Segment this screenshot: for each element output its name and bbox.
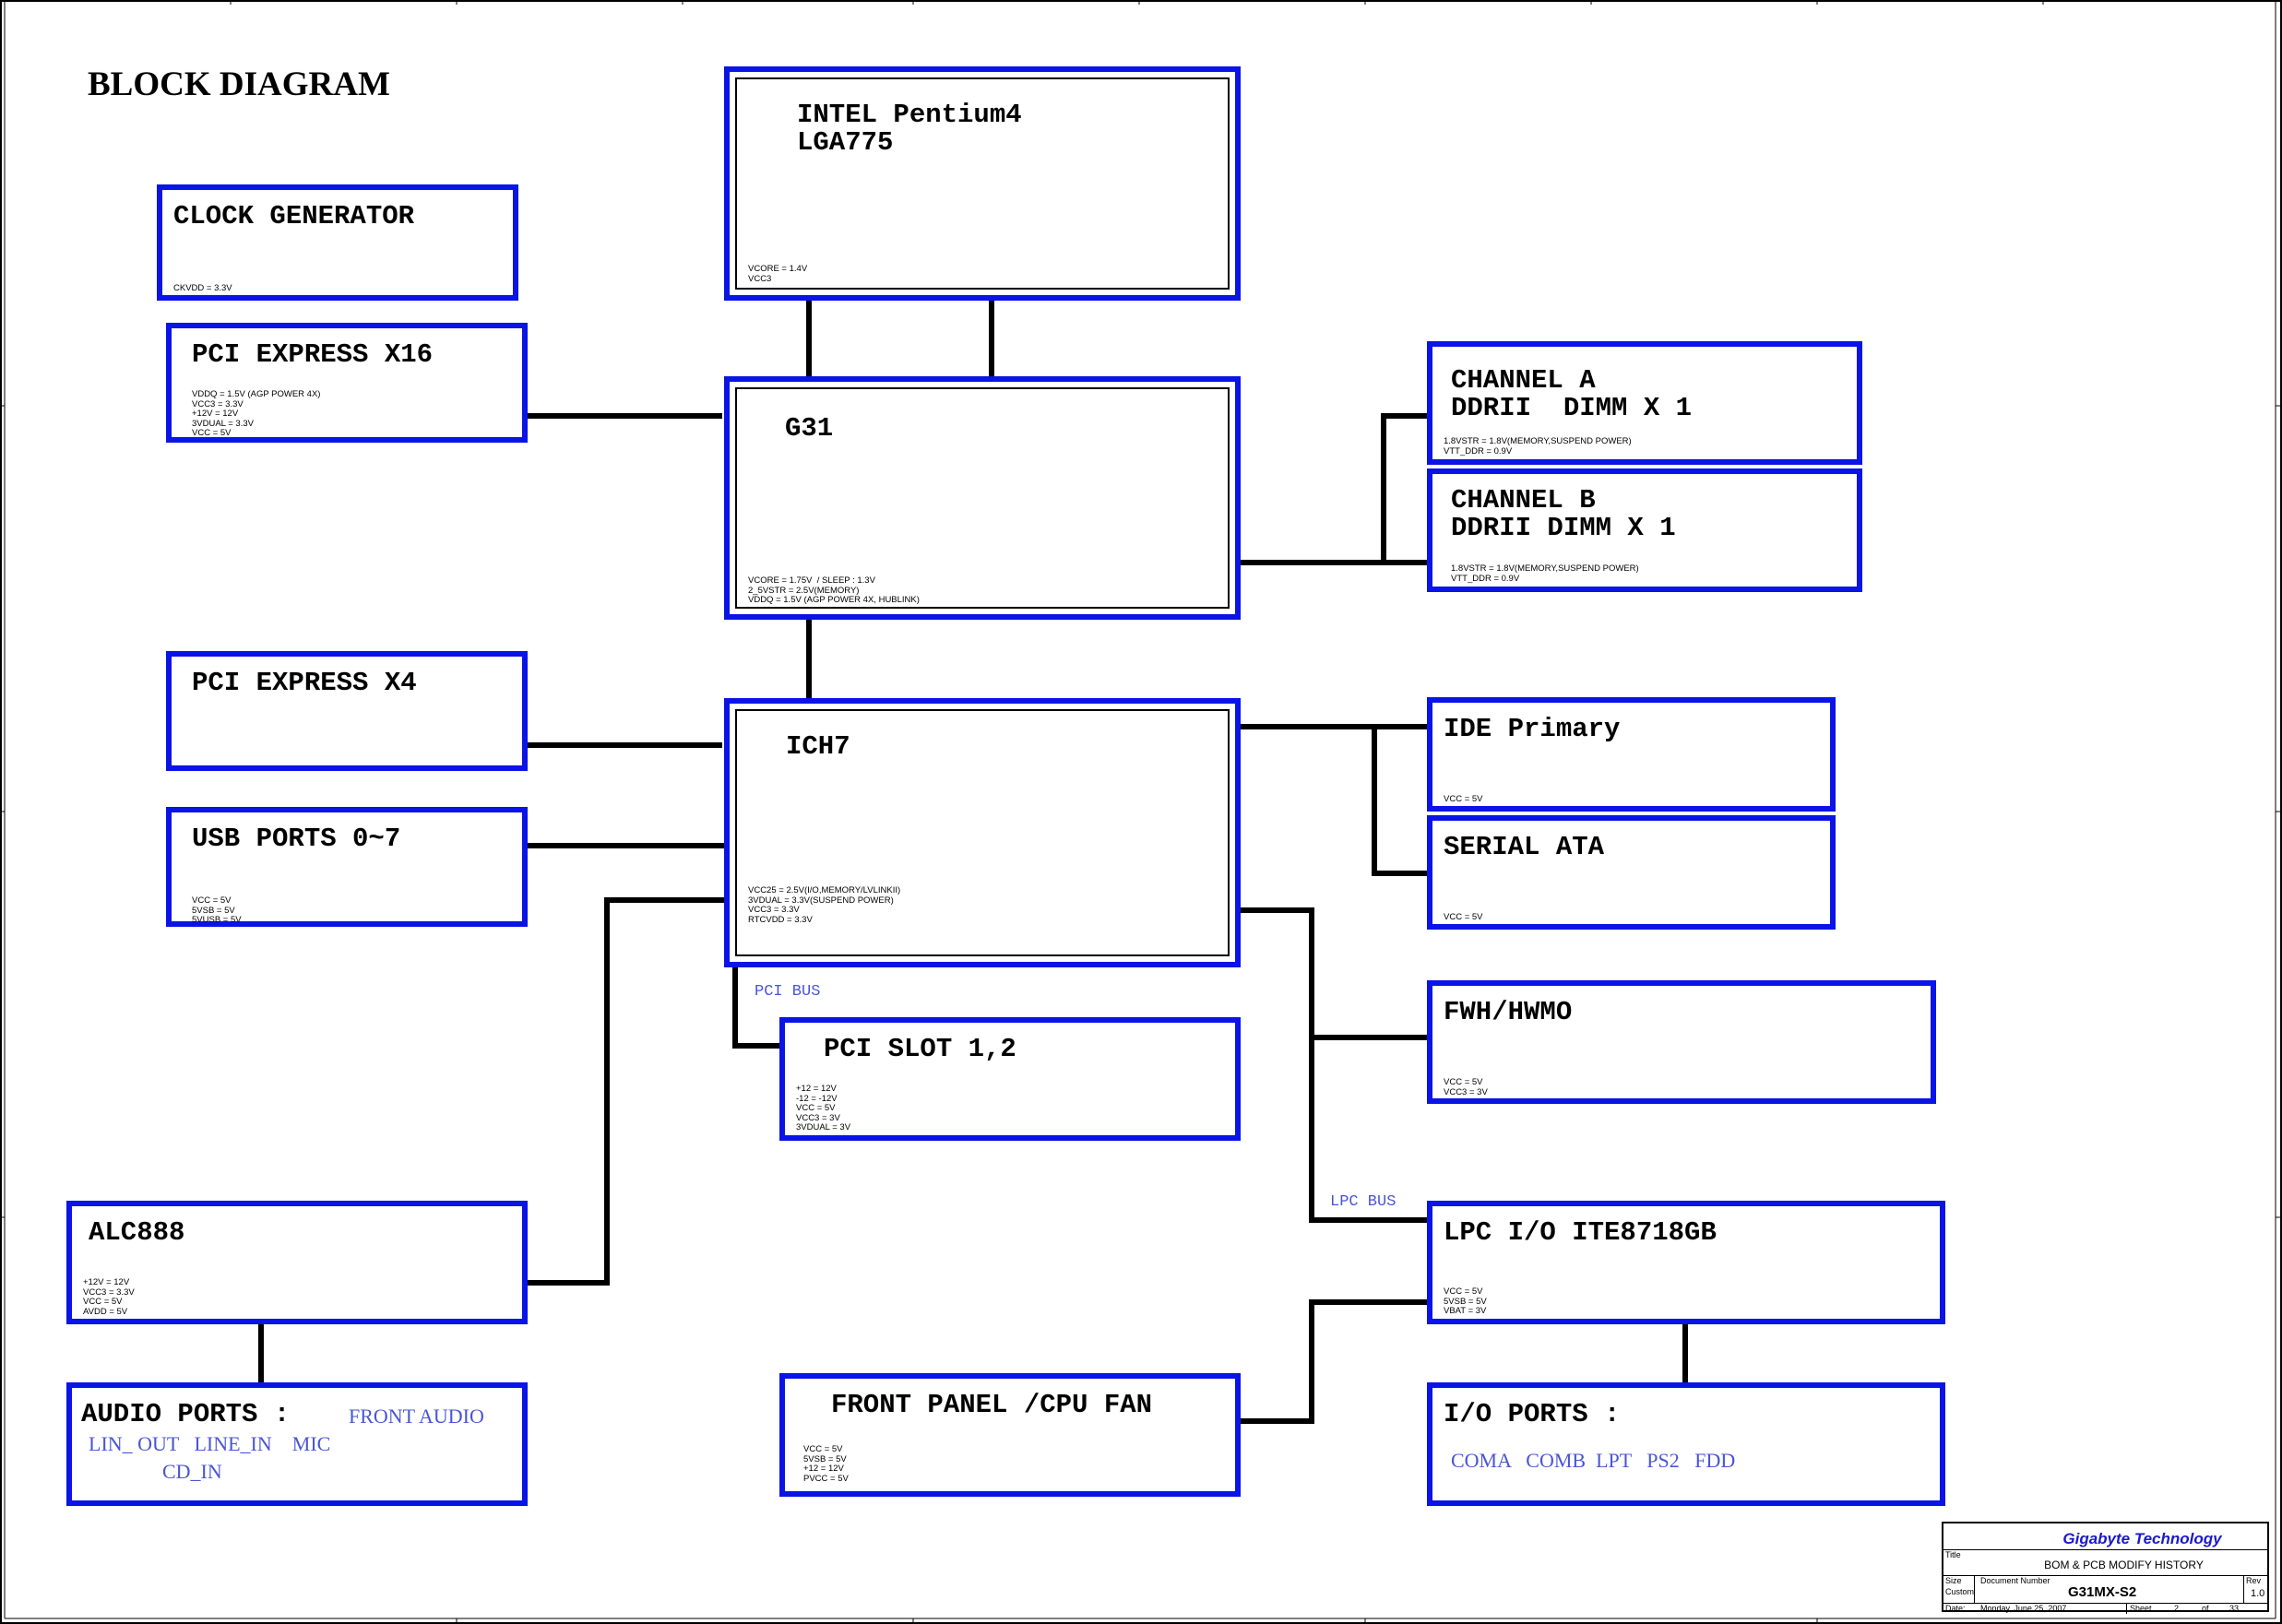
fwh-hwmo-power: VCC = 5V VCC3 = 3V bbox=[1444, 1077, 1488, 1097]
channel-b-block: CHANNEL B DDRII DIMM X 1 1.8VSTR = 1.8V(… bbox=[1427, 468, 1862, 592]
lpc-bus-link bbox=[1235, 907, 1432, 1223]
alc888-title: ALC888 bbox=[89, 1217, 185, 1248]
audio-cdin-label: CD_IN bbox=[162, 1460, 222, 1483]
sheet-label: Sheet bbox=[2130, 1604, 2152, 1613]
clock-generator-block: CLOCK GENERATOR CKVDD = 3.3V bbox=[157, 184, 518, 301]
io-ports-title: I/O PORTS : bbox=[1444, 1399, 1621, 1429]
pcie-x16-block: PCI EXPRESS X16 VDDQ = 1.5V (AGP POWER 4… bbox=[166, 323, 528, 443]
serial-ata-power: VCC = 5V bbox=[1444, 912, 1483, 922]
ide-primary-block: IDE Primary VCC = 5V bbox=[1427, 697, 1836, 812]
title-block: Gigabyte Technology Title BOM & PCB MODI… bbox=[1942, 1522, 2269, 1614]
io-ports-block: I/O PORTS : COMA COMB LPT PS2 FDD bbox=[1427, 1382, 1945, 1506]
revision: 1.0 bbox=[2251, 1588, 2265, 1599]
docnum-label: Document Number bbox=[1980, 1576, 2050, 1585]
front-panel-power: VCC = 5V 5VSB = 5V +12 = 12V PVCC = 5V bbox=[803, 1444, 849, 1484]
alc888-block: ALC888 +12V = 12V VCC3 = 3.3V VCC = 5V A… bbox=[66, 1201, 528, 1324]
date-value: Monday, June 25, 2007 bbox=[1980, 1604, 2067, 1613]
audio-front-label: FRONT AUDIO bbox=[349, 1405, 484, 1428]
usb-ports-power: VCC = 5V 5VSB = 5V 5VUSB = 5V bbox=[192, 895, 242, 925]
diagram-title: BLOCK DIAGRAM bbox=[88, 65, 390, 103]
ich7-block: ICH7 VCC25 = 2.5V(I/O,MEMORY/LVLINKII) 3… bbox=[724, 698, 1241, 967]
ide-primary-title: IDE Primary bbox=[1444, 714, 1621, 744]
clock-generator-power: CKVDD = 3.3V bbox=[173, 283, 232, 293]
audio-ports-list: LIN_ OUT LINE_IN MIC bbox=[89, 1432, 331, 1455]
audio-ports-block: AUDIO PORTS : FRONT AUDIO LIN_ OUT LINE_… bbox=[66, 1382, 528, 1506]
rev-label: Rev bbox=[2246, 1576, 2262, 1585]
pci-bus-link bbox=[732, 964, 785, 1049]
cpu-block-power: VCORE = 1.4V VCC3 bbox=[748, 264, 808, 284]
lpc-io-title: LPC I/O ITE8718GB bbox=[1444, 1217, 1717, 1248]
pcie-x16-title: PCI EXPRESS X16 bbox=[192, 339, 434, 370]
audio-ports-title: AUDIO PORTS : bbox=[81, 1399, 291, 1429]
pci-slot-title: PCI SLOT 1,2 bbox=[824, 1034, 1016, 1064]
alc-link bbox=[523, 897, 729, 1286]
channel-b-power: 1.8VSTR = 1.8V(MEMORY,SUSPEND POWER) VTT… bbox=[1451, 563, 1639, 584]
serial-ata-block: SERIAL ATA VCC = 5V bbox=[1427, 815, 1836, 930]
lpc-bus-label: LPC BUS bbox=[1330, 1193, 1397, 1211]
channel-a-power: 1.8VSTR = 1.8V(MEMORY,SUSPEND POWER) VTT… bbox=[1444, 436, 1632, 456]
pci-slot-power: +12 = 12V -12 = -12V VCC = 5V VCC3 = 3V … bbox=[796, 1084, 851, 1132]
cpu-block-title: INTEL Pentium4 LGA775 bbox=[797, 100, 1022, 158]
g31-block: G31 VCORE = 1.75V / SLEEP : 1.3V 2_5VSTR… bbox=[724, 376, 1241, 620]
front-panel-block: FRONT PANEL /CPU FAN VCC = 5V 5VSB = 5V … bbox=[779, 1373, 1241, 1497]
clock-generator-title: CLOCK GENERATOR bbox=[173, 201, 415, 231]
lpc-io-power: VCC = 5V 5VSB = 5V VBAT = 3V bbox=[1444, 1286, 1487, 1316]
lpc-io-block: LPC I/O ITE8718GB VCC = 5V 5VSB = 5V VBA… bbox=[1427, 1201, 1945, 1324]
ide-primary-power: VCC = 5V bbox=[1444, 794, 1483, 804]
size-value: Custom bbox=[1945, 1587, 1975, 1596]
front-panel-link bbox=[1235, 1299, 1432, 1424]
cpu-block: INTEL Pentium4 LGA775 VCORE = 1.4V VCC3 bbox=[724, 66, 1241, 301]
date-label: Date: bbox=[1945, 1604, 1966, 1613]
serial-ata-title: SERIAL ATA bbox=[1444, 832, 1605, 862]
g31-power: VCORE = 1.75V / SLEEP : 1.3V 2_5VSTR = 2… bbox=[748, 575, 920, 605]
pci-bus-label: PCI BUS bbox=[755, 983, 821, 1001]
channel-a-title: CHANNEL A DDRII DIMM X 1 bbox=[1451, 365, 1693, 423]
sheet-number: 2 bbox=[2174, 1604, 2180, 1613]
ich7-power: VCC25 = 2.5V(I/O,MEMORY/LVLINKII) 3VDUAL… bbox=[748, 885, 901, 925]
fwh-hwmo-block: FWH/HWMO VCC = 5V VCC3 = 3V bbox=[1427, 980, 1936, 1104]
io-ports-list: COMA COMB LPT PS2 FDD bbox=[1451, 1449, 1736, 1472]
document-number: G31MX-S2 bbox=[2068, 1584, 2137, 1600]
ich7-title: ICH7 bbox=[786, 731, 850, 762]
g31-title: G31 bbox=[785, 413, 834, 444]
sheet-total: 33 bbox=[2229, 1604, 2240, 1613]
title-label: Title bbox=[1945, 1550, 1961, 1559]
sata-link bbox=[1372, 724, 1432, 876]
pcie-x16-power: VDDQ = 1.5V (AGP POWER 4X) VCC3 = 3.3V +… bbox=[192, 389, 321, 438]
channel-a-block: CHANNEL A DDRII DIMM X 1 1.8VSTR = 1.8V(… bbox=[1427, 341, 1862, 465]
fwh-hwmo-title: FWH/HWMO bbox=[1444, 997, 1573, 1027]
chA-link bbox=[1235, 413, 1432, 565]
company-name: Gigabyte Technology bbox=[2062, 1530, 2222, 1547]
of-label: of bbox=[2202, 1604, 2209, 1613]
alc888-power: +12V = 12V VCC3 = 3.3V VCC = 5V AVDD = 5… bbox=[83, 1277, 135, 1317]
sheet-title: BOM & PCB MODIFY HISTORY bbox=[2044, 1559, 2204, 1571]
channel-b-title: CHANNEL B DDRII DIMM X 1 bbox=[1451, 485, 1676, 543]
usb-ports-block: USB PORTS 0~7 VCC = 5V 5VSB = 5V 5VUSB =… bbox=[166, 807, 528, 927]
size-label: Size bbox=[1945, 1576, 1962, 1585]
pcie-x4-block: PCI EXPRESS X4 bbox=[166, 651, 528, 771]
pcie-x4-title: PCI EXPRESS X4 bbox=[192, 668, 417, 698]
pci-slot-block: PCI SLOT 1,2 +12 = 12V -12 = -12V VCC = … bbox=[779, 1017, 1241, 1141]
front-panel-title: FRONT PANEL /CPU FAN bbox=[831, 1390, 1153, 1420]
usb-ports-title: USB PORTS 0~7 bbox=[192, 824, 401, 854]
